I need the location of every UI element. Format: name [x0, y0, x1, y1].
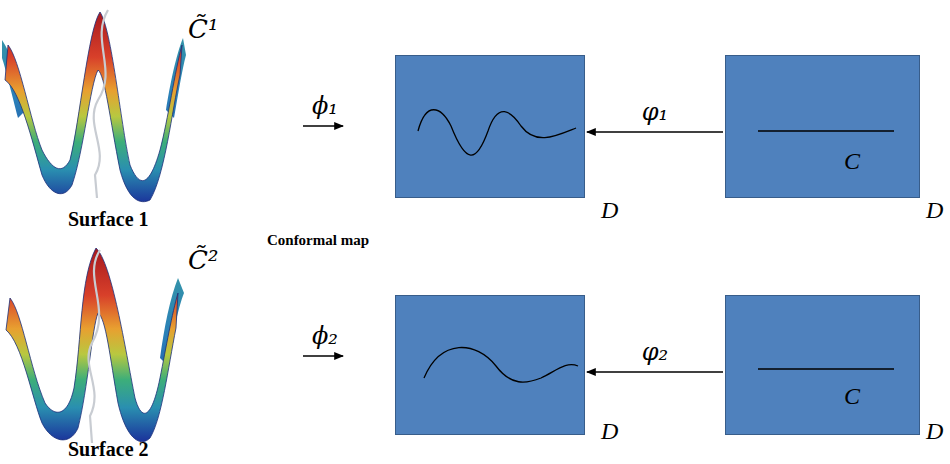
- surface-sheet: [5, 12, 182, 202]
- domain-curve: [424, 348, 578, 383]
- map-name: ϕ₂: [312, 322, 338, 350]
- domain-curve: [396, 56, 586, 199]
- domain-curve: [396, 296, 586, 436]
- domain-curve: [758, 368, 894, 369]
- domain-curve: [758, 130, 894, 131]
- map-arrow: [587, 371, 723, 372]
- curve-label: C: [844, 149, 860, 173]
- domain-box: D: [395, 295, 585, 435]
- domain-curve: [726, 296, 921, 436]
- domain-curve: [726, 56, 921, 199]
- domain-label: D: [926, 419, 943, 443]
- curve-name: C̃²: [188, 245, 218, 275]
- surface-curve: [94, 10, 108, 198]
- domain-curve: [418, 110, 576, 155]
- domain-box: CD: [725, 55, 920, 198]
- domain-label: D: [601, 198, 618, 222]
- map-name: φ₂: [640, 338, 670, 366]
- surface-name: Surface 2: [68, 438, 149, 461]
- domain-box: D: [395, 55, 585, 198]
- domain-label: D: [601, 419, 618, 443]
- surface-name: Surface 1: [68, 208, 149, 231]
- map-caption: Conformal map: [262, 232, 374, 249]
- map-name: ϕ₁: [312, 92, 338, 120]
- domain-label: D: [926, 198, 943, 222]
- curve-name: C̃¹: [188, 14, 218, 44]
- surface-2: [6, 248, 184, 443]
- domain-box: CD: [725, 295, 920, 435]
- map-arrow: [587, 131, 723, 132]
- map-name: φ₁: [640, 98, 670, 126]
- surface-1: [2, 10, 186, 202]
- map-arrow: [303, 125, 343, 126]
- surface-curve: [89, 250, 100, 443]
- map-arrow: [303, 355, 343, 356]
- curve-label: C: [844, 384, 860, 408]
